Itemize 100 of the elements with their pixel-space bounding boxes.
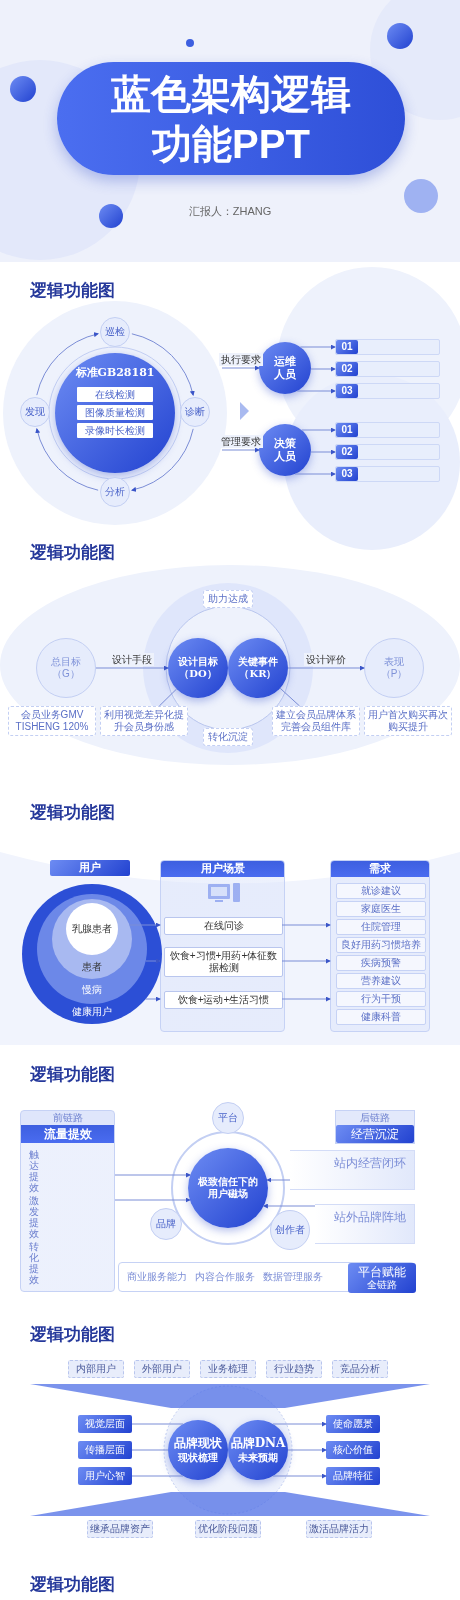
arrow	[287, 1447, 327, 1453]
circle-node	[212, 1102, 244, 1134]
panel	[330, 860, 430, 1032]
arrow	[221, 447, 260, 453]
text-box	[164, 991, 283, 1009]
arrow	[131, 428, 194, 492]
node-label: 良好用药习惯培养	[341, 939, 421, 951]
header-tab	[50, 860, 130, 876]
node-label: 发现	[25, 406, 45, 418]
node-label: 建立会员品牌体系完善会员组件库	[276, 709, 356, 733]
node-label: 用户心智	[85, 1470, 125, 1482]
node-label: 传播层面	[85, 1444, 125, 1456]
arrow	[281, 996, 331, 1002]
node-label: 触达提效	[28, 1149, 40, 1193]
arrow	[266, 1177, 291, 1183]
node-label: 品牌	[156, 1218, 176, 1230]
text-box	[134, 1360, 190, 1378]
text-box	[8, 706, 96, 736]
arrow	[36, 332, 99, 396]
connector-line	[131, 1423, 184, 1425]
header-tab	[326, 1441, 380, 1459]
node-label: 品牌DNA	[230, 1436, 286, 1451]
node-label: 健康用户	[72, 1006, 112, 1018]
arrow	[294, 471, 336, 477]
arrow	[272, 1421, 327, 1427]
arrow	[299, 344, 336, 350]
text-box	[336, 937, 426, 953]
circle-node	[270, 1210, 310, 1250]
arrow	[310, 449, 336, 455]
node-label: 患者	[82, 961, 102, 973]
node-label: 激发提效	[28, 1195, 40, 1239]
header-tab: 经营沉淀	[336, 1125, 414, 1143]
text-panel	[315, 1204, 415, 1244]
panel-title: 需求	[369, 861, 391, 877]
text-box	[336, 901, 426, 917]
number-tag: 03	[336, 467, 358, 481]
numbered-bar	[335, 466, 440, 482]
numbered-bar	[335, 383, 440, 399]
node-label: 乳腺患者	[72, 923, 112, 935]
text-box	[336, 955, 426, 971]
panel-title: 用户场景	[200, 861, 245, 877]
section-heading: 逻辑功能图	[30, 800, 116, 824]
node-label: 使命愿景	[333, 1418, 373, 1430]
panel	[118, 1262, 415, 1292]
text-box	[77, 423, 153, 438]
node-label: 创作者	[275, 1224, 305, 1236]
connector-line	[158, 688, 178, 707]
arrow	[281, 922, 331, 928]
numbered-bar	[335, 339, 440, 355]
node-label: 在线检测	[95, 388, 135, 401]
header-tab	[78, 1467, 132, 1485]
number-tag: 02	[336, 445, 358, 459]
node-label: 商业服务能力	[127, 1271, 187, 1283]
node-label: 助力达成	[208, 593, 248, 605]
connector-line	[279, 687, 301, 707]
text-panel	[290, 1150, 415, 1190]
node-label: 平台	[218, 1112, 238, 1124]
text-box	[77, 405, 153, 420]
tab-panel	[335, 1110, 415, 1144]
node-label: 品牌现状	[174, 1436, 222, 1451]
node-label: 健康科普	[361, 1011, 401, 1023]
node-label: 录像时长检测	[85, 424, 145, 437]
arrow	[221, 365, 260, 371]
tab-label: 后链路	[360, 1111, 390, 1125]
node-label: 总目标（G）	[50, 656, 82, 680]
node-label: 用户	[79, 861, 101, 875]
circle-node	[259, 342, 311, 394]
section-heading: 逻辑功能图	[30, 540, 116, 564]
node-label: 分析	[105, 486, 125, 498]
node-label: 饮食+习惯+用药+体征数据检测	[168, 950, 279, 974]
section-heading: 逻辑功能图	[30, 1572, 116, 1596]
node-label: 行为干预	[361, 993, 401, 1005]
connector-line	[131, 1449, 169, 1451]
node-label: 诊断	[185, 406, 205, 418]
header-tab	[78, 1415, 132, 1433]
node-label: 继承品牌资产	[90, 1523, 150, 1535]
node-label: 转化沉淀	[208, 731, 248, 743]
node-label: 内容合作服务	[195, 1271, 255, 1283]
arrow	[95, 665, 169, 671]
circle-node	[259, 424, 311, 476]
node-label: 运维人员	[273, 354, 297, 382]
node-label: 转化提效	[28, 1241, 40, 1285]
text-box	[336, 919, 426, 935]
node-label: 用户首次购买再次购买提升	[368, 709, 448, 733]
node-label: 决策人员	[273, 436, 297, 464]
edge-label: 设计手段	[110, 653, 154, 666]
header-tab	[326, 1415, 380, 1433]
arrow	[262, 1203, 316, 1209]
edge-label: 设计评价	[304, 653, 348, 666]
node-label: 核心价值	[333, 1444, 373, 1456]
edge-label: 执行要求	[218, 353, 263, 366]
arrow	[114, 1172, 191, 1178]
arrow	[114, 1197, 191, 1203]
node-label: 外部用户	[142, 1363, 182, 1375]
node-label: 竞品分析	[340, 1363, 380, 1375]
arrow	[296, 388, 336, 394]
node-label: 利用视觉差异化提升会员身份感	[104, 709, 184, 733]
section-heading: 逻辑功能图	[30, 1062, 116, 1086]
node-label: 全链路	[367, 1279, 397, 1292]
arrow	[287, 665, 365, 671]
